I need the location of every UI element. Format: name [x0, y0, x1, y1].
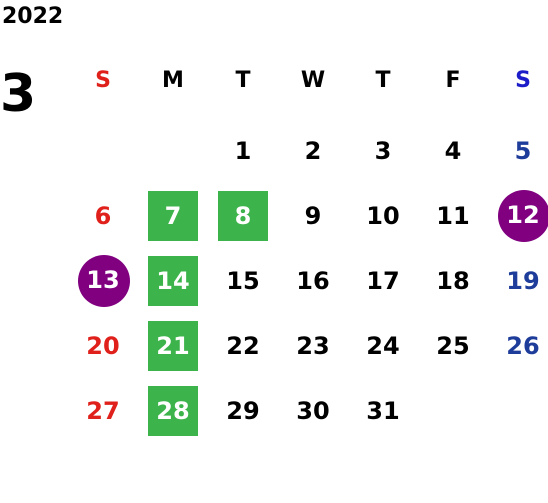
- day-number: 19: [506, 267, 540, 295]
- day-number: 9: [304, 202, 322, 230]
- day-cell-29[interactable]: 29: [215, 386, 271, 436]
- day-number: 5: [514, 137, 532, 165]
- weekday-wed: W: [300, 68, 326, 93]
- day-number: 23: [296, 332, 330, 360]
- day-cell-17[interactable]: 17: [355, 256, 411, 306]
- day-number: 8: [234, 202, 252, 230]
- day-number: 4: [444, 137, 462, 165]
- day-number: 1: [234, 137, 252, 165]
- day-cell-25[interactable]: 25: [425, 321, 481, 371]
- day-cell-22[interactable]: 22: [215, 321, 271, 371]
- day-cell-1[interactable]: 1: [215, 126, 271, 176]
- day-cell-2[interactable]: 2: [285, 126, 341, 176]
- day-cell-27[interactable]: 27: [75, 386, 131, 436]
- day-number: 6: [94, 202, 112, 230]
- day-number: 10: [366, 202, 400, 230]
- day-number: 11: [436, 202, 470, 230]
- day-number: 16: [296, 267, 330, 295]
- weekday-thu: T: [375, 68, 391, 93]
- day-number: 7: [164, 202, 182, 230]
- day-number: 20: [86, 332, 120, 360]
- day-number: 2: [304, 137, 322, 165]
- day-cell-13[interactable]: 13: [75, 255, 131, 307]
- day-number: 14: [156, 267, 190, 295]
- day-number: 21: [156, 332, 190, 360]
- weekday-fri: F: [445, 68, 461, 93]
- day-cell-21[interactable]: 21: [145, 321, 201, 371]
- day-number: 25: [436, 332, 470, 360]
- day-cell-9[interactable]: 9: [285, 191, 341, 241]
- day-cell-5[interactable]: 5: [495, 126, 548, 176]
- day-cell-15[interactable]: 15: [215, 256, 271, 306]
- day-number: 17: [366, 267, 400, 295]
- day-cell-23[interactable]: 23: [285, 321, 341, 371]
- day-cell-26[interactable]: 26: [495, 321, 548, 371]
- day-number: 12: [506, 201, 540, 229]
- day-cell-3[interactable]: 3: [355, 126, 411, 176]
- day-number: 28: [156, 397, 190, 425]
- month-label: 3: [0, 64, 37, 124]
- day-number: 31: [366, 397, 400, 425]
- day-number: 27: [86, 397, 120, 425]
- day-cell-14[interactable]: 14: [145, 256, 201, 306]
- day-cell-18[interactable]: 18: [425, 256, 481, 306]
- day-cell-19[interactable]: 19: [495, 256, 548, 306]
- day-number: 29: [226, 397, 260, 425]
- day-number: 13: [86, 266, 120, 294]
- weekday-tue: T: [235, 68, 251, 93]
- day-number: 30: [296, 397, 330, 425]
- day-cell-11[interactable]: 11: [425, 191, 481, 241]
- day-cell-7[interactable]: 7: [145, 191, 201, 241]
- day-number: 3: [374, 137, 392, 165]
- weekday-sun: S: [95, 68, 111, 93]
- day-cell-4[interactable]: 4: [425, 126, 481, 176]
- day-number: 26: [506, 332, 540, 360]
- day-cell-24[interactable]: 24: [355, 321, 411, 371]
- weekday-sat: S: [515, 68, 531, 93]
- day-number: 15: [226, 267, 260, 295]
- day-number: 24: [366, 332, 400, 360]
- day-cell-31[interactable]: 31: [355, 386, 411, 436]
- day-cell-6[interactable]: 6: [75, 191, 131, 241]
- day-number: 22: [226, 332, 260, 360]
- day-cell-16[interactable]: 16: [285, 256, 341, 306]
- day-cell-12[interactable]: 12: [495, 190, 548, 242]
- weekday-mon: M: [162, 68, 184, 93]
- day-cell-30[interactable]: 30: [285, 386, 341, 436]
- day-number: 18: [436, 267, 470, 295]
- year-label: 2022: [2, 4, 64, 29]
- day-cell-10[interactable]: 10: [355, 191, 411, 241]
- day-cell-28[interactable]: 28: [145, 386, 201, 436]
- day-cell-20[interactable]: 20: [75, 321, 131, 371]
- day-cell-8[interactable]: 8: [215, 191, 271, 241]
